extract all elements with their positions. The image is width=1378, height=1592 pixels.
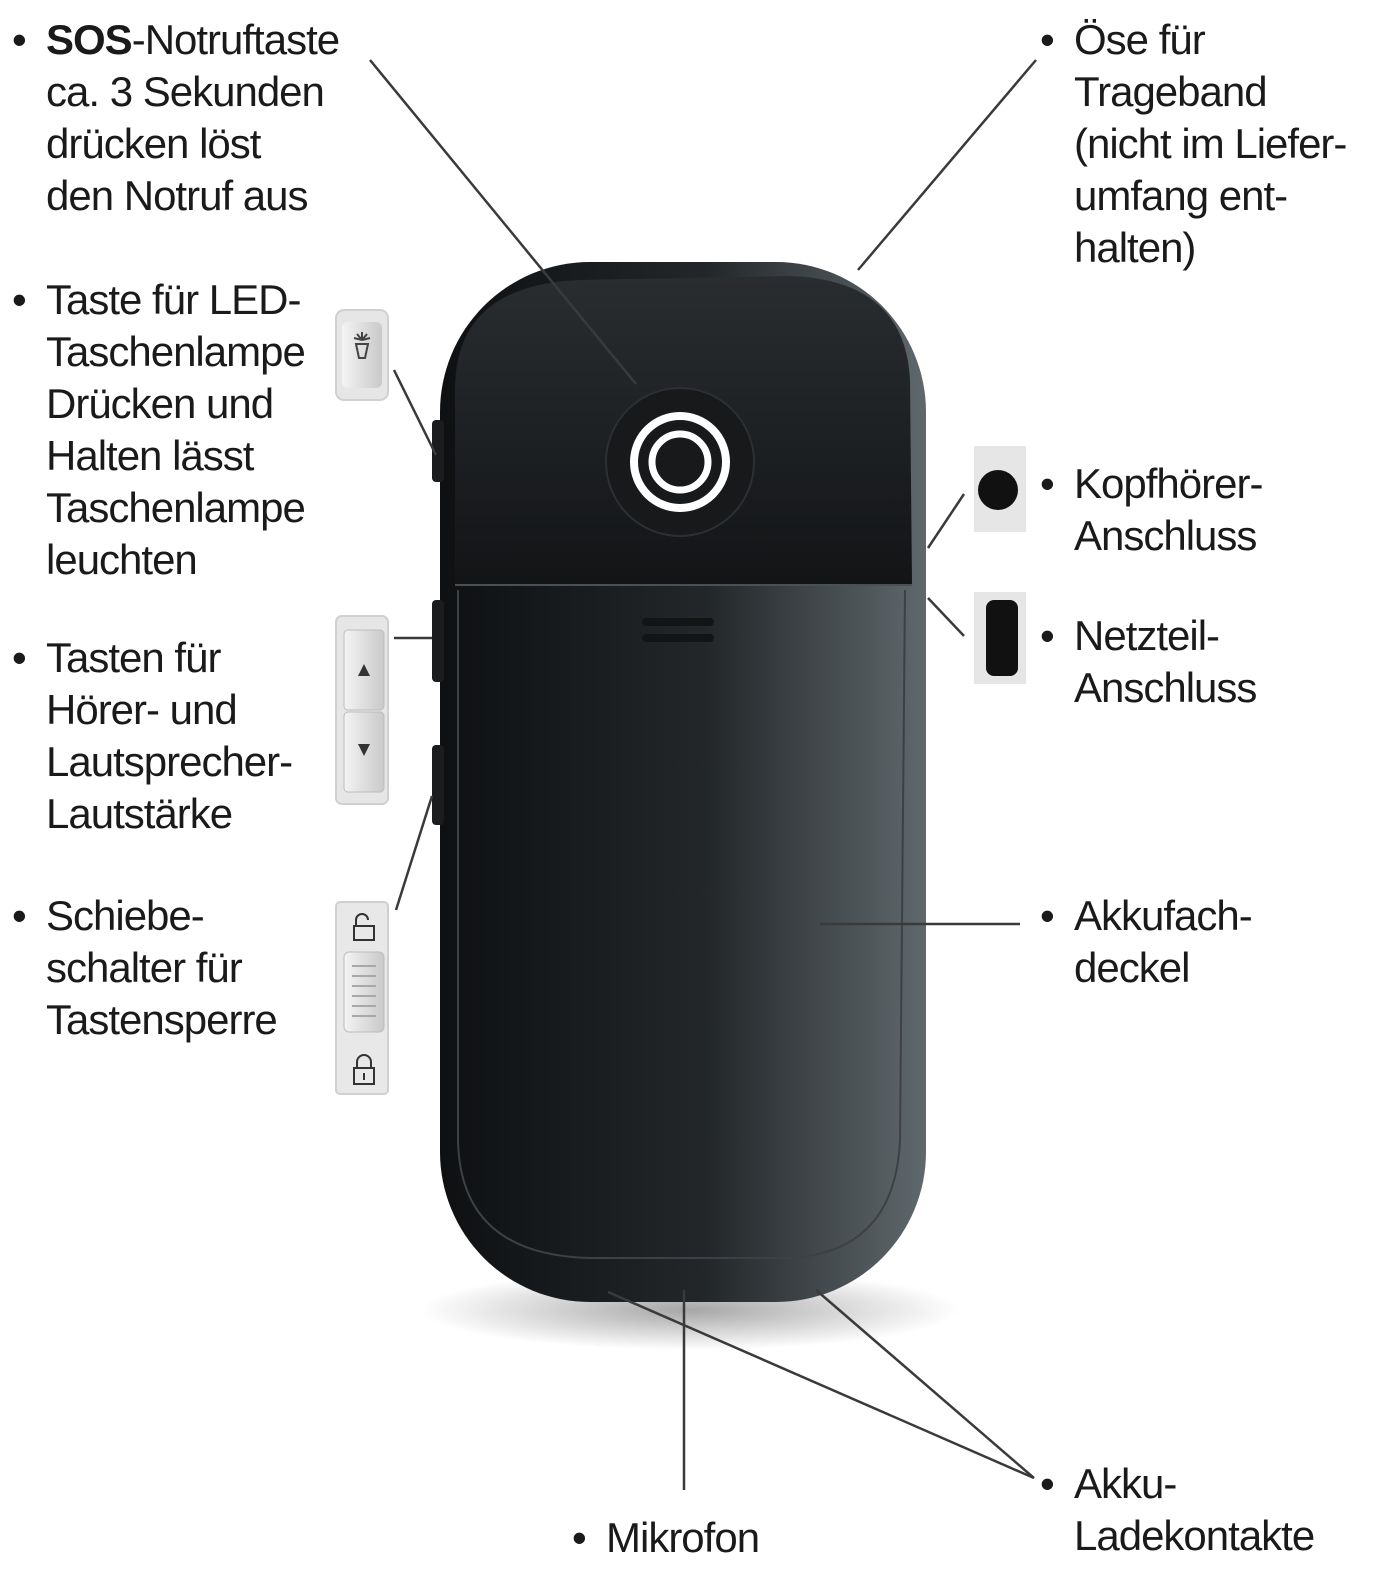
label-battery-cover: • Akkufach- deckel <box>1040 890 1253 994</box>
label-line-text: Tasten für <box>46 634 221 681</box>
label-line: Ladekontakte <box>1074 1512 1315 1559</box>
bullet: • <box>12 892 27 939</box>
label-microphone: • Mikrofon <box>572 1512 760 1564</box>
bullet: • <box>1040 460 1055 507</box>
label-line: schalter für <box>46 944 243 991</box>
leader-charging-1 <box>607 1290 1035 1480</box>
label-line: umfang ent- <box>1074 172 1288 219</box>
bullet: • <box>12 634 27 681</box>
label-power: • Netzteil- Anschluss <box>1040 610 1257 714</box>
label-lock: • Schiebe- schalter für Tastensperre <box>12 890 278 1046</box>
label-led: • Taste für LED- Taschenlampe Drücken und… <box>12 274 306 586</box>
label-line: • Tasten für <box>12 632 292 684</box>
bullet: • <box>1040 892 1055 939</box>
label-line: Anschluss <box>1074 512 1257 559</box>
label-line-text: Taste für LED- <box>46 276 301 323</box>
leader-sos <box>369 59 637 385</box>
sos-title-rest: -Notruftaste <box>131 16 340 63</box>
label-line: • Akkufach- <box>1040 890 1253 942</box>
leader-eyelet <box>857 59 1037 271</box>
label-headphone: • Kopfhörer- Anschluss <box>1040 458 1263 562</box>
sos-bold-text: SOS <box>46 16 133 63</box>
label-line-text: Akkufach- <box>1074 892 1253 939</box>
label-line-text: Mikrofon <box>606 1514 760 1561</box>
label-line: drücken löst <box>46 120 261 167</box>
label-line: Hörer- und <box>46 686 238 733</box>
triangle-down-icon <box>358 744 370 756</box>
side-slider-lock[interactable] <box>432 745 444 825</box>
flashlight-icon <box>335 309 389 401</box>
label-line: Tastensperre <box>46 996 278 1043</box>
label-line: Halten lässt <box>46 432 254 479</box>
label-line-text: Kopfhörer- <box>1074 460 1263 507</box>
earpiece-grille <box>642 618 714 642</box>
unlocked-padlock-icon <box>353 913 375 941</box>
label-line: • Kopfhörer- <box>1040 458 1263 510</box>
volume-keys-detail <box>335 615 389 805</box>
label-line: • Mikrofon <box>572 1512 760 1564</box>
side-key-led[interactable] <box>432 420 444 482</box>
leader-power <box>927 597 965 637</box>
label-line: ca. 3 Sekunden <box>46 68 325 115</box>
label-line-text: Öse für <box>1074 16 1206 63</box>
label-line: Anschluss <box>1074 664 1257 711</box>
label-line-text: Schiebe- <box>46 892 205 939</box>
label-line: Lautsprecher- <box>46 738 293 785</box>
label-line: • Öse für <box>1040 14 1346 66</box>
headphone-jack-icon <box>974 446 1026 532</box>
label-line: (nicht im Liefer- <box>1074 120 1347 167</box>
label-line-text: Akku- <box>1074 1460 1177 1507</box>
locked-padlock-icon <box>353 1054 375 1085</box>
leader-led <box>392 369 438 456</box>
sos-ring-icon[interactable] <box>605 387 755 537</box>
label-line: Drücken und <box>46 380 274 427</box>
battery-cover <box>457 589 906 1259</box>
label-line: Taschenlampe <box>46 328 306 375</box>
label-line: • Netzteil- <box>1040 610 1256 662</box>
label-eyelet: • Öse für Trageband (nicht im Liefer- umf… <box>1040 14 1347 274</box>
label-line: Taschenlampe <box>46 484 306 531</box>
bullet: • <box>1040 612 1055 659</box>
label-line-text: Netzteil- <box>1074 612 1220 659</box>
label-line: leuchten <box>46 536 198 583</box>
label-line: Trageband <box>1074 68 1268 115</box>
bullet: • <box>1040 1460 1055 1507</box>
label-line: halten) <box>1074 224 1196 271</box>
bullet: • <box>12 16 27 63</box>
label-line: den Notruf aus <box>46 172 309 219</box>
label-sos: • SOS-Notruftaste ca. 3 Sekunden drücken … <box>12 14 340 222</box>
label-line: Lautstärke <box>46 790 233 837</box>
label-volume: • Tasten für Hörer- und Lautsprecher- Lau… <box>12 632 293 840</box>
leader-charging-2 <box>815 1289 1035 1479</box>
triangle-up-icon <box>358 664 370 676</box>
bullet: • <box>572 1514 587 1561</box>
label-line: • Taste für LED- <box>12 274 305 326</box>
bullet: • <box>1040 16 1055 63</box>
side-key-volume[interactable] <box>432 600 444 682</box>
power-port-icon <box>974 592 1026 684</box>
label-charging: • Akku- Ladekontakte <box>1040 1458 1315 1562</box>
label-sos-title: • SOS-Notruftaste <box>12 14 340 66</box>
label-line: • Schiebe- <box>12 890 277 942</box>
lock-slider-detail <box>335 901 389 1095</box>
label-line: • Akku- <box>1040 1458 1314 1510</box>
leader-headphone <box>926 493 966 549</box>
leader-lock <box>394 795 434 911</box>
bullet: • <box>12 276 27 323</box>
leader-lines <box>369 59 1037 1490</box>
label-line: deckel <box>1074 944 1190 991</box>
